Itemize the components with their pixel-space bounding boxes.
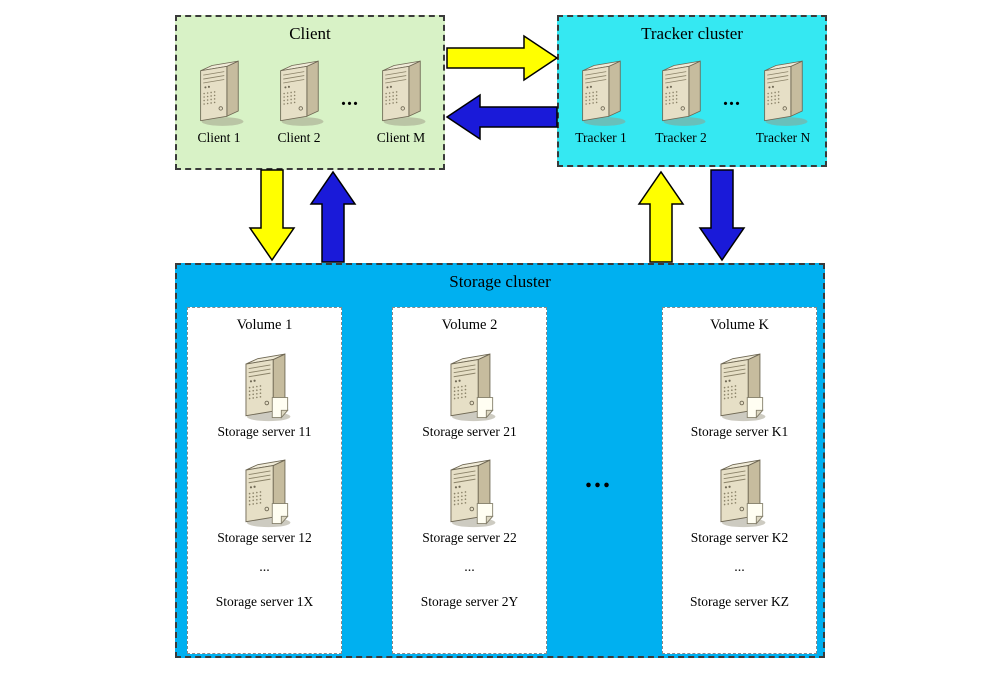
storage-server-label: Storage server 12 — [217, 530, 312, 545]
arrow-tracker-to-client — [445, 93, 558, 141]
volume-ellipsis: ... — [734, 560, 745, 575]
client-ellipsis: ... — [341, 88, 359, 110]
server-tower-icon — [271, 52, 327, 128]
volume-box-k: Volume K Storage server K1 Storage serve… — [662, 307, 817, 654]
storage-server-label: Storage server 11 — [217, 424, 312, 439]
tracker-icon-row: Tracker 1 Tracker 2 ... Tracker N — [559, 52, 825, 146]
storage-server-label: Storage server K2 — [690, 530, 789, 545]
tracker-node-label: Tracker 1 — [575, 130, 627, 145]
tracker-node-label: Tracker 2 — [655, 130, 707, 145]
storage-server-node: Storage server 22 — [422, 451, 517, 546]
tracker-box-title: Tracker cluster — [641, 24, 743, 43]
server-tower-icon — [373, 52, 429, 128]
volume-title: Volume 1 — [236, 317, 293, 333]
client-node-label: Client M — [376, 130, 426, 145]
server-tower-with-document-icon — [441, 345, 499, 423]
storage-box-title: Storage cluster — [449, 272, 551, 291]
server-tower-icon — [755, 52, 811, 128]
client-node-label: Client 1 — [197, 130, 241, 145]
client-node: Client M — [361, 52, 441, 146]
server-tower-with-document-icon — [711, 345, 769, 423]
server-tower-with-document-icon — [711, 451, 769, 529]
volume-box-2: Volume 2 Storage server 21 Storage serve… — [392, 307, 547, 654]
tracker-node: Tracker N — [743, 52, 823, 146]
client-icon-row: Client 1 Client 2 ... Client M — [177, 52, 443, 146]
storage-server-node: Storage server 11 — [217, 345, 312, 440]
tracker-node: Tracker 1 — [561, 52, 641, 146]
storage-server-label: Storage server 1X — [215, 594, 314, 609]
server-tower-icon — [653, 52, 709, 128]
arrow-client-to-storage — [248, 169, 296, 262]
client-cluster-box: Client Client 1 Client 2 ... Client M — [175, 15, 445, 170]
storage-server-label: Storage server KZ — [690, 594, 789, 609]
client-node: Client 1 — [179, 52, 259, 146]
volume-ellipsis: ... — [259, 560, 270, 575]
storage-server-node: Storage server K2 — [691, 451, 788, 546]
client-box-title: Client — [289, 24, 331, 43]
tracker-ellipsis: ... — [723, 88, 741, 110]
storage-volumes-ellipsis: ... — [585, 463, 612, 494]
server-tower-with-document-icon — [236, 345, 294, 423]
tracker-node-label: Tracker N — [755, 130, 811, 145]
storage-server-label: Storage server 21 — [422, 424, 517, 439]
client-node: Client 2 — [259, 52, 339, 146]
arrow-storage-to-client — [309, 170, 357, 263]
volume-box-1: Volume 1 Storage server 11 Storage serve… — [187, 307, 342, 654]
volume-title: Volume 2 — [441, 317, 498, 333]
storage-server-label: Storage server K1 — [690, 424, 789, 439]
storage-server-node: Storage server K1 — [691, 345, 788, 440]
tracker-cluster-box: Tracker cluster Tracker 1 Tracker 2 ... … — [557, 15, 827, 167]
storage-server-node: Storage server 21 — [422, 345, 517, 440]
storage-cluster-box: Storage cluster Volume 1 Storage server … — [175, 263, 825, 658]
volume-title: Volume K — [710, 317, 769, 333]
server-tower-icon — [573, 52, 629, 128]
client-node-label: Client 2 — [277, 130, 321, 145]
server-tower-with-document-icon — [236, 451, 294, 529]
volume-ellipsis: ... — [464, 560, 475, 575]
server-tower-icon — [191, 52, 247, 128]
arrow-storage-to-tracker — [637, 170, 685, 263]
server-tower-with-document-icon — [441, 451, 499, 529]
tracker-node: Tracker 2 — [641, 52, 721, 146]
storage-server-node: Storage server 12 — [217, 451, 312, 546]
storage-server-label: Storage server 22 — [422, 530, 517, 545]
arrow-client-to-tracker — [446, 34, 559, 82]
arrow-tracker-to-storage — [698, 169, 746, 262]
storage-server-label: Storage server 2Y — [420, 594, 519, 609]
